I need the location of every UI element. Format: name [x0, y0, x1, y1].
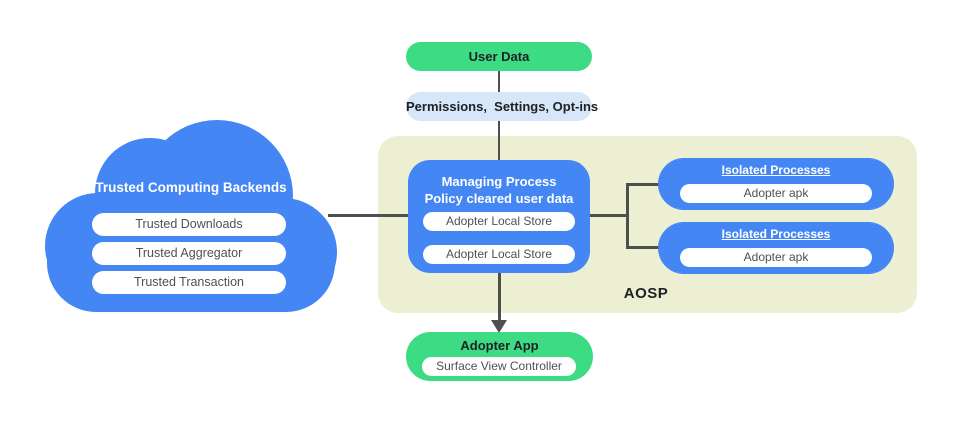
- edge-bracket-isolated-2: [626, 246, 660, 249]
- aosp-label: AOSP: [623, 285, 669, 302]
- adopter-apk-1: Adopter apk: [680, 184, 872, 203]
- edge-aosp-managing: [498, 136, 500, 162]
- cloud-title: Trusted Computing Backends: [95, 180, 287, 195]
- adopter-apk-2: Adopter apk: [680, 248, 872, 267]
- edge-cloud-managing: [328, 214, 410, 217]
- edge-userdata-permissions: [498, 71, 500, 92]
- adopter-local-store-1: Adopter Local Store: [423, 212, 575, 231]
- surface-view-controller-pill: Surface View Controller: [422, 357, 576, 376]
- adopter-app-title: Adopter App: [460, 338, 539, 353]
- trusted-computing-cloud: Trusted Computing Backends Trusted Downl…: [45, 118, 337, 314]
- isolated-processes-title-2: Isolated Processes: [721, 227, 831, 241]
- edge-managing-adopterapp: [498, 273, 501, 321]
- managing-process-title-line1: Managing Process: [441, 174, 557, 189]
- user-data-node: User Data: [406, 42, 592, 71]
- adopter-app-box: Adopter App Surface View Controller: [406, 332, 593, 381]
- cloud-item-trusted-transaction: Trusted Transaction: [92, 271, 286, 294]
- edge-managing-bracket: [588, 214, 629, 217]
- edge-bracket-vertical: [626, 183, 629, 249]
- isolated-processes-title-1: Isolated Processes: [721, 163, 831, 177]
- arrow-down-icon: [491, 320, 507, 333]
- edge-permissions-aosp: [498, 121, 500, 137]
- edge-bracket-isolated-1: [626, 183, 660, 186]
- managing-process-box: Managing Process Policy cleared user dat…: [408, 160, 590, 273]
- managing-process-title: Managing Process Policy cleared user dat…: [408, 173, 590, 207]
- adopter-local-store-2: Adopter Local Store: [423, 245, 575, 264]
- isolated-processes-box-1: Isolated Processes Adopter apk: [658, 158, 894, 210]
- cloud-item-trusted-downloads: Trusted Downloads: [92, 213, 286, 236]
- isolated-processes-box-2: Isolated Processes Adopter apk: [658, 222, 894, 274]
- cloud-item-trusted-aggregator: Trusted Aggregator: [92, 242, 286, 265]
- managing-process-title-line2: Policy cleared user data: [424, 191, 574, 206]
- permissions-settings-optins-node: Permissions, Settings, Opt-ins: [406, 92, 598, 121]
